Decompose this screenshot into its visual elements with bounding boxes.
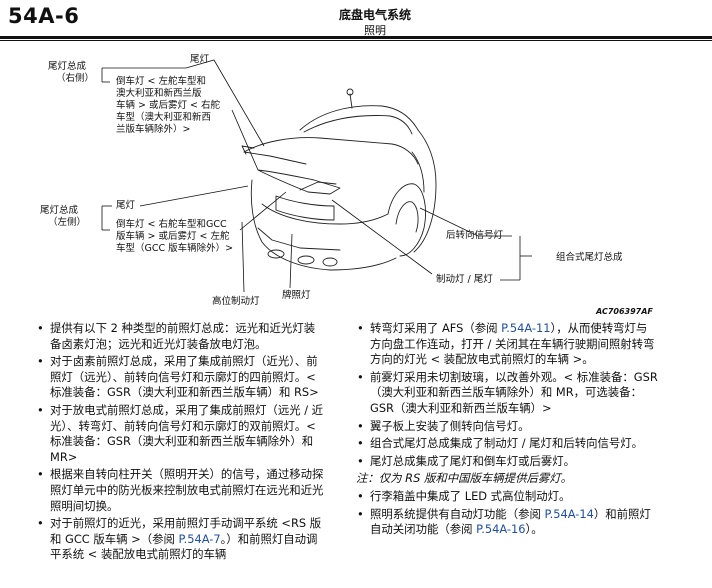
label-tail-lamp-top: 尾灯	[190, 54, 210, 65]
left-column: •提供有以下 2 种类型的前照灯总成：远光和近光灯装备卤素灯泡；远光和近光灯装备…	[36, 321, 326, 565]
list-item: •照明系统提供有自动灯功能（参阅 P.54A-14）和前照灯自动关闭功能（参阅 …	[357, 506, 651, 537]
list-item: •对于卤素前照灯总成，采用了集成前照灯（近光）、前照灯（远光）、前转向信号灯和示…	[37, 354, 319, 400]
label-tail-lamp-left: 尾灯总成 （左侧）	[40, 205, 87, 228]
list-item: •提供有以下 2 种类型的前照灯总成：远光和近光灯装备卤素灯泡；远光和近光灯装备…	[37, 321, 316, 351]
list-item: •对于放电式前照灯总成，采用了集成前照灯（远光 / 近光）、转弯灯、前转向信号灯…	[37, 402, 324, 464]
label-plate-lamp: 牌照灯	[282, 290, 311, 301]
label-high-brake-lamp: 高位制动灯	[212, 296, 260, 307]
page-link[interactable]: P.54A-16	[476, 522, 526, 537]
label-reverse-left: 倒车灯 < 右舵车型和GCC 版车辆 > 或后雾灯 < 左舵 车型（GCC 版车…	[116, 219, 234, 254]
section-title: 底盘电气系统	[338, 8, 411, 22]
page-link[interactable]: P.54A-11	[501, 321, 551, 335]
header-rule	[0, 36, 712, 39]
label-brake-tail-lamp: 制动灯 / 尾灯	[436, 274, 493, 285]
list-item: •对于前照灯的近光，采用前照灯手动调平系统 <RS 版和 GCC 版车辆 >（参…	[37, 516, 322, 562]
note: 注：仅为 RS 版和中国版车辆提供后雾灯。	[356, 471, 573, 486]
list-item: •尾灯总成集成了尾灯和倒车灯或后雾灯。	[357, 453, 576, 468]
right-column: •转弯灯采用了 AFS（参阅 P.54A-11），从而使转弯灯与方向盘工作连动，…	[356, 321, 658, 540]
list-item: •前雾灯采用未切割玻璃，以改善外观。< 标准装备：GSR（澳大利亚和新西兰版车辆…	[357, 369, 658, 415]
list-item: •翼子板上安装了侧转向信号灯。	[357, 418, 530, 433]
list-item: •转弯灯采用了 AFS（参阅 P.54A-11），从而使转弯灯与方向盘工作连动，…	[357, 321, 655, 367]
list-item: •根据来自转向柱开关（照明开关）的信号，通过移动探照灯单元中的防光板来控制放电式…	[37, 467, 324, 513]
figure-code: AC706397AF	[596, 307, 653, 316]
car-rear-diagram	[101, 59, 532, 293]
page-link[interactable]: P.54A-14	[544, 506, 594, 521]
page-number: 54A-6	[8, 4, 80, 28]
section-subtitle: 照明	[364, 24, 386, 37]
label-reverse-right: 倒车灯 < 左舵车型和 澳大利亚和新西兰版 车辆 > 或后雾灯 < 右舵 车型（…	[116, 76, 220, 135]
list-item: •组合式尾灯总成集成了制动灯 / 尾灯和后转向信号灯。	[357, 436, 644, 451]
list-item: •行李箱盖中集成了 LED 式高位制动灯。	[357, 488, 571, 503]
label-rear-turn-signal: 后转向信号灯	[446, 230, 504, 241]
page-link[interactable]: P.54A-7	[178, 531, 221, 546]
label-tail-lamp-mid: 尾灯	[116, 200, 136, 211]
label-tail-lamp-right: 尾灯总成 （右侧）	[48, 61, 95, 84]
header-rule-thin	[0, 40, 712, 41]
label-combo-tail-lamp: 组合式尾灯总成	[556, 252, 623, 263]
